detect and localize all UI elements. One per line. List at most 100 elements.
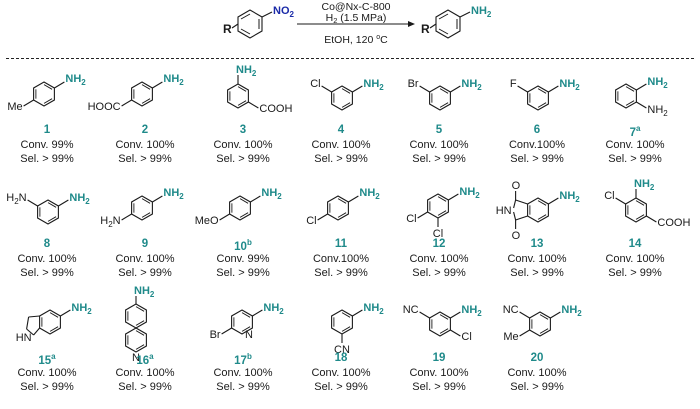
conversion-value: Conv. 100% [409,367,469,379]
selectivity-value: Sel. > 99% [608,153,662,165]
compound-number: 4 [337,124,345,136]
bond [248,101,259,109]
selectivity-value: Sel. > 99% [510,381,564,393]
double-bond [241,312,251,318]
double-bond [135,330,145,336]
conversion-value: Conv. 100% [311,139,371,151]
double-bond [135,306,145,312]
selectivity-value: Sel. > 99% [20,381,74,393]
substituent-label: H2N [100,215,120,229]
double-bond [439,88,449,94]
bond [348,195,359,203]
bond [548,85,559,93]
double-bond [141,98,151,104]
double-bond [135,320,145,326]
substituent-label: NC [503,304,519,316]
selectivity-value: Sel. > 99% [118,153,172,165]
substituent-label: MeO [195,215,219,227]
reaction-scheme: R NO2 Co@Nx-C-800 H2 (1.5 MPa) EtOH, 120… [223,1,492,46]
double-bond [539,314,549,320]
amine-label: NH2 [634,178,655,192]
oxygen-label: O [512,230,521,242]
double-bond [43,98,53,104]
compound-number: 5 [435,124,443,136]
compound-number: 9 [141,238,149,250]
double-bond [539,328,549,334]
substituent-label: Cl [406,213,416,225]
conversion-value: Conv. 100% [17,253,77,265]
indole-nh-label: HN [16,332,32,344]
substituent-label: Cl [461,331,471,343]
bond [513,199,517,209]
benzene-ring [33,81,55,107]
selectivity-value: Sel. > 99% [412,267,466,279]
compound-number: 17b [234,352,252,367]
nitro-group: NO2 [273,5,295,19]
bond [550,311,561,319]
bond [419,311,430,319]
double-bond [49,312,59,318]
substituent-label: Br [408,78,419,90]
amine-label: NH2 [459,186,480,200]
product-ring [429,9,471,39]
footnote-mark: a [149,352,154,361]
conversion-value: Conv.100% [508,139,566,151]
selectivity-value: Sel. > 99% [314,267,368,279]
benzene-ring [125,303,147,329]
bond [515,215,528,221]
selectivity-value: Sel. > 99% [510,267,564,279]
compound-number: 12 [432,238,446,250]
double-bond [341,312,351,318]
conversion-value: Conv. 100% [115,253,175,265]
double-bond [141,198,151,204]
double-bond [437,210,447,216]
compound-number: 2 [141,124,149,136]
amine-label: NH2 [559,190,580,204]
bond [636,83,647,91]
double-bond [625,100,635,106]
compound-number: 6 [533,124,541,136]
selectivity-value: Sel. > 99% [510,153,564,165]
double-bond [635,200,645,206]
amine-label: NH2 [561,304,582,318]
substituent-label: NH2 [647,104,668,118]
bond [548,197,559,205]
double-bond [237,86,247,92]
conversion-value: Conv. 99% [216,253,270,265]
amine-label: NH2 [461,304,482,318]
selectivity-value: Sel. > 99% [412,153,466,165]
substituent-label: Cl [310,78,320,90]
double-bond [439,314,449,320]
conversion-value: Conv. 100% [409,253,469,265]
double-bond [437,196,447,202]
bond [26,316,30,330]
pyridine-ring [125,327,147,353]
bond [23,99,34,107]
double-bond [337,198,347,204]
compound-number: 13 [530,238,544,250]
substituent-label: Cl [306,215,316,227]
amine-label: NH2 [359,187,380,201]
amine-label: NH2 [363,78,384,92]
bond [450,329,461,337]
double-bond [141,84,151,90]
amine-label: NH2 [65,73,86,87]
compound-number: 1 [43,124,51,136]
conversion-value: Conv.100% [312,253,370,265]
bond [33,327,41,336]
